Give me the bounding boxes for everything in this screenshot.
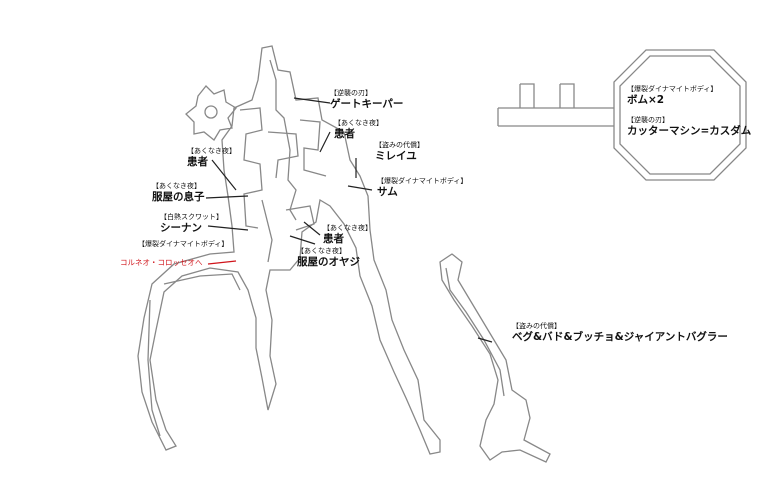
label-beck-gang: 【盗みの代償】ベグ&バド&ブッチョ&ジャイアントバグラー <box>512 322 728 343</box>
label-clothier: 【あくなき夜】服屋のオヤジ <box>297 247 360 268</box>
label-bomb: 【爆裂ダイナマイトボディ】ボム×2 <box>627 85 718 106</box>
label-cutter-machine: 【逆襲の刃】カッターマシン=カスダム <box>627 116 752 137</box>
label-sheenan: 【白熱スクワット】シーナン <box>160 213 223 234</box>
label-patient-1: 【あくなき夜】患者 <box>334 119 383 140</box>
pointer-lines <box>205 97 493 343</box>
label-gatekeeper: 【逆襲の刃】ゲートキーパー <box>330 89 404 110</box>
corridor <box>497 107 614 127</box>
exit-pointer <box>207 260 237 265</box>
label-patient-2: 【あくなき夜】患者 <box>187 147 236 168</box>
label-patient-3: 【あくなき夜】患者 <box>323 224 372 245</box>
octagon-room <box>613 49 747 181</box>
label-sam: 【爆裂ダイナマイトボディ】サム <box>377 177 468 198</box>
label-clothier-son: 【あくなき夜】服屋の息子 <box>152 182 205 203</box>
flower-room <box>185 85 237 141</box>
label-mireille: 【盗みの代償】ミレイユ <box>375 141 424 162</box>
town-outline <box>137 45 441 455</box>
exit-label-colosseum: コルネオ・コロッセオへ <box>120 258 203 267</box>
label-dynamite-body: 【爆裂ダイナマイトボディ】 <box>138 240 229 248</box>
south-path <box>439 253 551 463</box>
